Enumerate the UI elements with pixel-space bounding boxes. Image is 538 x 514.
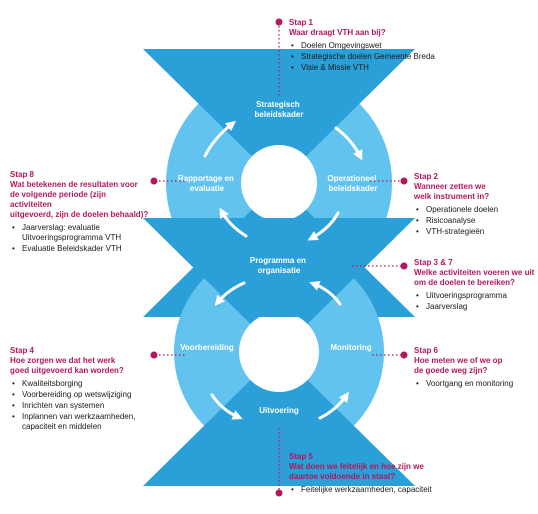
step-2-item: VTH-strategieën — [416, 227, 536, 237]
dot-step-8 — [150, 177, 158, 185]
step-8-item: Jaarverslag: evaluatie Uitvoeringsprogra… — [12, 223, 150, 243]
label-report: Rapportage en evaluatie — [178, 174, 236, 193]
step-37-number: Stap 3 & 7 — [414, 258, 453, 267]
step-4-item: Kwaliteitsborging — [12, 379, 150, 389]
dot-step-6 — [400, 351, 408, 359]
step-37-annotation: Stap 3 & 7 Welke activiteiten voeren we … — [414, 258, 536, 313]
step-1-question: Waar draagt VTH aan bij? — [289, 28, 386, 37]
label-preparation: Voorbereiding — [180, 343, 234, 352]
arrow-strategic-to-operational — [334, 126, 363, 161]
step-37-item: Jaarverslag — [416, 302, 536, 312]
step-4-item: Voorbereiding op wetswijziging — [12, 390, 150, 400]
step-4-list: Kwaliteitsborging Voorbereiding op wetsw… — [10, 379, 150, 432]
step-1-item: Strategische doelen Gemeente Breda — [291, 52, 449, 62]
arrow-preparation-to-execution — [210, 393, 243, 420]
arrow-program-to-report — [219, 207, 248, 238]
label-program: Programma en organisatie — [250, 256, 308, 275]
step-5-list: Feitelijke werkzaamheden, capaciteit — [289, 485, 459, 495]
dot-step-1 — [275, 18, 283, 26]
step-1-item: Doelen Omgevingswet — [291, 41, 449, 51]
label-operational: Operationeel beleidskader — [327, 174, 378, 193]
step-1-list: Doelen Omgevingswet Strategische doelen … — [289, 41, 449, 73]
step-5-number: Stap 5 — [289, 452, 314, 461]
step-6-number: Stap 6 — [414, 346, 439, 355]
label-monitoring: Monitoring — [330, 343, 371, 352]
step-6-list: Voortgang en monitoring — [414, 379, 536, 389]
cycle-arrows — [203, 120, 363, 420]
step-1-annotation: Stap 1 Waar draagt VTH aan bij? Doelen O… — [289, 18, 449, 74]
connectors — [155, 22, 403, 492]
step-37-list: Uitvoeringsprogramma Jaarverslag — [414, 291, 536, 312]
step-2-item: Risicoanalyse — [416, 216, 536, 226]
arrow-operational-to-program — [307, 211, 340, 241]
step-2-number: Stap 2 — [414, 172, 439, 181]
dot-step-4 — [150, 351, 158, 359]
step-5-item: Feitelijke werkzaamheden, capaciteit — [291, 485, 459, 495]
step-37-item: Uitvoeringsprogramma — [416, 291, 536, 301]
label-execution: Uitvoering — [259, 406, 299, 415]
step-1-number: Stap 1 — [289, 18, 314, 27]
step-8-number: Stap 8 — [10, 170, 35, 179]
arrow-program-to-preparation — [214, 281, 246, 306]
dot-step-2 — [400, 177, 408, 185]
step-4-item: Inplannen van werkzaamheden, capaciteit … — [12, 412, 150, 432]
step-4-number: Stap 4 — [10, 346, 35, 355]
dot-step-5 — [275, 489, 283, 497]
arrow-monitoring-to-program — [309, 281, 342, 306]
label-strategic: Strategisch beleidskader — [255, 100, 304, 119]
arrow-report-to-strategic — [203, 120, 237, 158]
step-6-item: Voortgang en monitoring — [416, 379, 536, 389]
step-4-item: Inrichten van systemen — [12, 401, 150, 411]
step-2-item: Operationele doelen — [416, 205, 536, 215]
bottom-ring — [143, 218, 415, 486]
dot-step-37 — [400, 262, 408, 270]
step-5-annotation: Stap 5 Wat doen we feitelijk en hoe zijn… — [289, 452, 459, 496]
step-1-item: Visie & Missie VTH — [291, 63, 449, 73]
step-2-list: Operationele doelen Risicoanalyse VTH-st… — [414, 205, 536, 237]
step-8-list: Jaarverslag: evaluatie Uitvoeringsprogra… — [10, 223, 150, 254]
step-8-item: Evaluatie Beleidskader VTH — [12, 244, 150, 254]
arrow-execution-to-monitoring — [318, 391, 349, 420]
connector-dots — [150, 18, 408, 497]
